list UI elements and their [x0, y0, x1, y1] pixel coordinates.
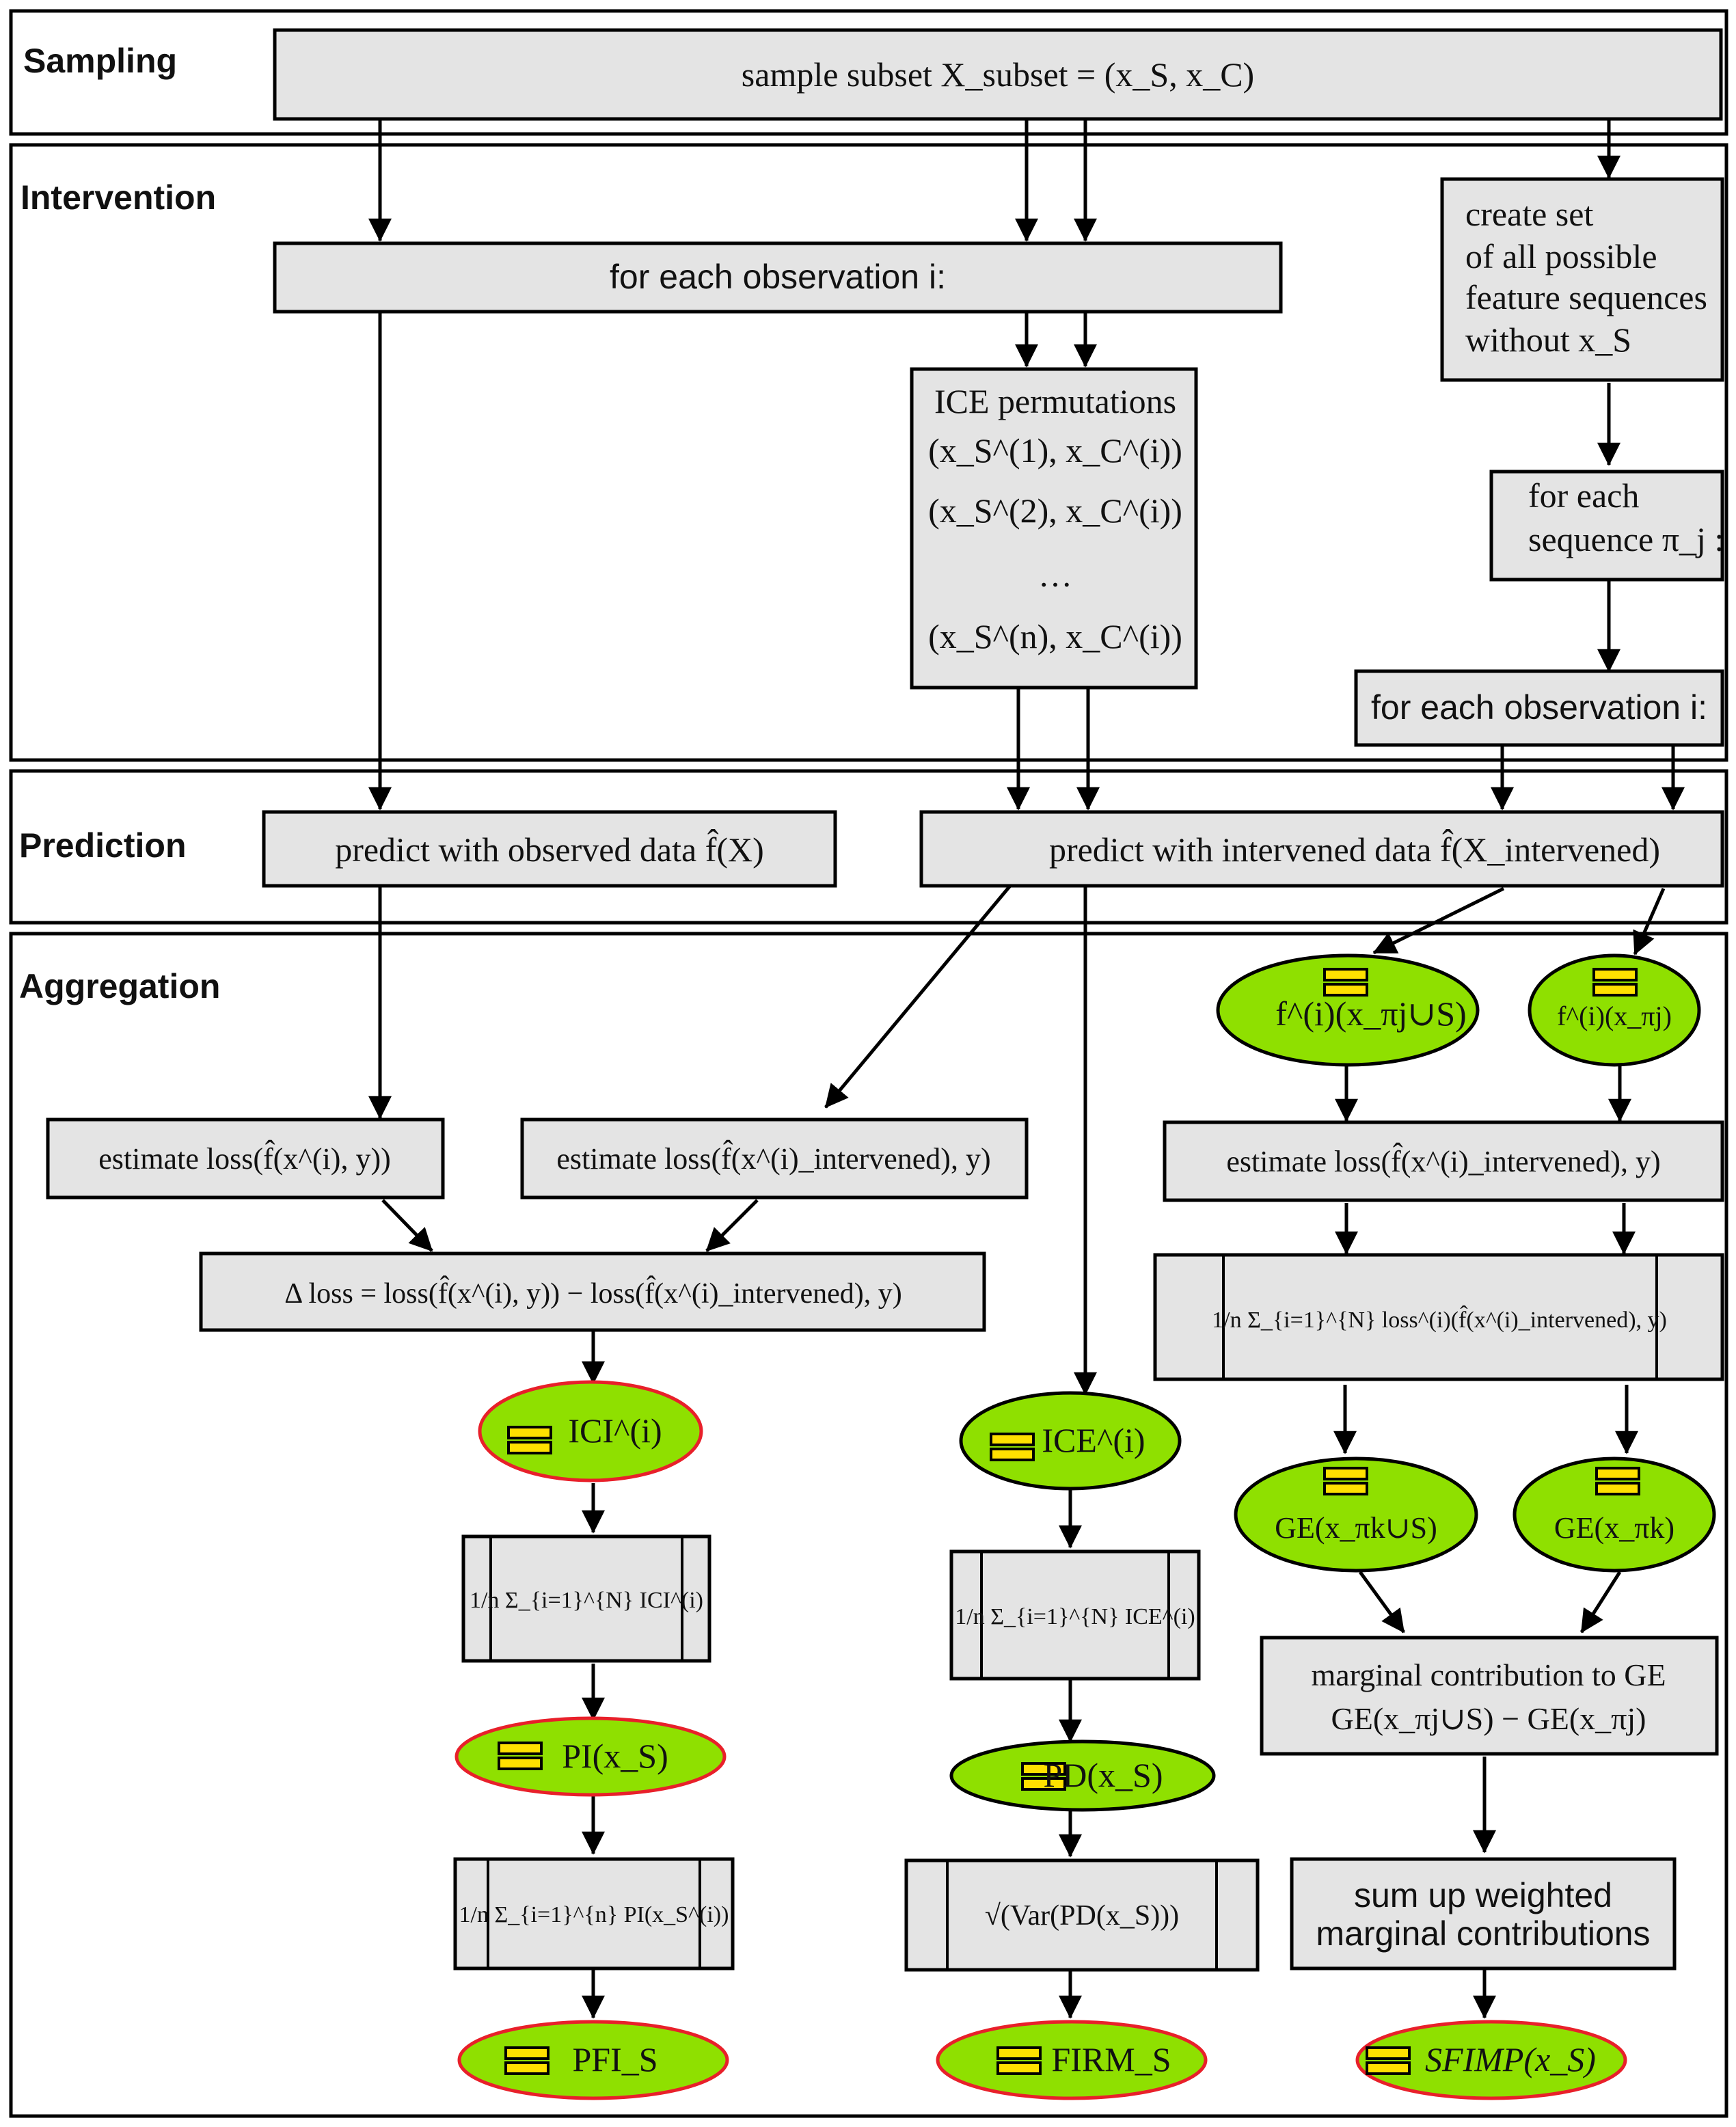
sqrt-var-label: √(Var(PD(x_S))): [985, 1900, 1179, 1932]
for-each-sequence-label-1: for each: [1528, 476, 1639, 515]
f-pi-ellipse: [1528, 953, 1701, 1067]
delta-loss-box: [199, 1251, 986, 1332]
ice-ellipse: [959, 1391, 1182, 1491]
pi-ellipse: [455, 1716, 727, 1797]
estimate-loss-intervened-box: [520, 1117, 1029, 1200]
ge-union-label: GE(x_πk∪S): [1275, 1511, 1437, 1545]
estimate-loss-intervened-label: estimate loss(f̂(x^(i)_intervened), y): [556, 1140, 990, 1176]
ge-pi-ellipse: [1513, 1457, 1716, 1573]
ge-pi-label: GE(x_πk): [1554, 1511, 1674, 1545]
create-set-label-1: create set: [1465, 195, 1593, 233]
intervention-frame: [9, 143, 1728, 762]
for-each-observation-box-2: [1354, 669, 1724, 747]
ice-permutation-row-2: (x_S^(2), x_C^(i)): [928, 491, 1182, 530]
for-each-sequence-box: [1489, 470, 1724, 582]
section-frames: [9, 9, 1728, 2118]
marginal-contribution-label-1: marginal contribution to GE: [1311, 1657, 1666, 1692]
section-label-sampling: Sampling: [23, 42, 177, 80]
process-box-bars: [487, 1255, 1658, 1970]
sfimp-ellipse: [1355, 2020, 1627, 2100]
sqrt-var-box: [904, 1858, 1260, 1972]
create-set-label-4: without x_S: [1465, 321, 1631, 359]
f-pi-label: f^(i)(x_πj): [1557, 1001, 1672, 1031]
prediction-frame: [9, 769, 1728, 925]
ici-ellipse: [478, 1380, 703, 1482]
for-each-observation-label-2: for each observation i:: [1371, 688, 1707, 727]
create-set-label-3: feature sequences: [1465, 278, 1707, 316]
f-union-ellipse: [1216, 953, 1480, 1067]
f-union-label: f^(i)(x_πj∪S): [1275, 994, 1466, 1033]
predict-intervened-box: [919, 810, 1724, 888]
ice-label: ICE^(i): [1042, 1421, 1145, 1459]
ici-label: ICI^(i): [568, 1411, 662, 1450]
mean-loss-label: 1/n Σ_{i=1}^{N} loss^(i)(f̂(x^(i)_interv…: [1212, 1305, 1667, 1333]
estimate-loss-observed-label: estimate loss(f̂(x^(i), y)): [98, 1140, 391, 1176]
marginal-contribution-label-2: GE(x_πj∪S) − GE(x_πj): [1331, 1701, 1646, 1736]
for-each-sequence-label-2: sequence π_j :: [1528, 520, 1724, 558]
mean-ici-box: [461, 1534, 711, 1663]
pd-label: PD(x_S): [1043, 1756, 1163, 1794]
pd-ellipse: [949, 1739, 1216, 1812]
mean-pi-label: 1/n Σ_{i=1}^{n} PI(x_S^(i)): [459, 1902, 729, 1927]
node-labels: sample subset X_subset = (x_S, x_C) for …: [98, 55, 1724, 2078]
firm-ellipse: [936, 2020, 1208, 2100]
firm-label: FIRM_S: [1051, 2040, 1171, 2078]
aggregation-frame: [9, 932, 1728, 2118]
ice-permutations-box: [910, 367, 1198, 690]
for-each-observation-label-1: for each observation i:: [610, 258, 946, 296]
ice-permutation-row-n: (x_S^(n), x_C^(i)): [928, 617, 1182, 655]
predict-intervened-label: predict with intervened data f̂(X_interv…: [1049, 828, 1660, 869]
pi-label: PI(x_S): [562, 1737, 668, 1775]
estimate-loss-observed-box: [46, 1117, 445, 1200]
pfi-label: PFI_S: [572, 2040, 657, 2078]
ice-permutations-title: ICE permutations: [934, 382, 1176, 420]
sample-subset-label: sample subset X_subset = (x_S, x_C): [742, 55, 1254, 94]
estimate-loss-right-label: estimate loss(f̂(x^(i)_intervened), y): [1226, 1143, 1660, 1178]
ice-permutation-row-1: (x_S^(1), x_C^(i)): [928, 431, 1182, 470]
section-label-prediction: Prediction: [19, 826, 186, 865]
sample-subset-box: [273, 28, 1723, 121]
create-set-label-2: of all possible: [1465, 237, 1657, 275]
sum-up-label-1: sum up weighted: [1354, 1876, 1612, 1914]
section-label-intervention: Intervention: [21, 178, 216, 217]
section-label-aggregation: Aggregation: [19, 967, 220, 1005]
ge-union-ellipse: [1234, 1457, 1478, 1573]
marginal-contribution-box: [1260, 1636, 1719, 1756]
predict-observed-label: predict with observed data f̂(X): [335, 828, 764, 869]
for-each-observation-box-1: [273, 241, 1283, 314]
mean-loss-box: [1153, 1253, 1724, 1381]
predict-observed-box: [262, 810, 837, 888]
sfimp-label: SFIMP(x_S): [1425, 2040, 1596, 2078]
mean-ice-box: [949, 1549, 1201, 1681]
mean-ice-label: 1/n Σ_{i=1}^{N} ICE^(i): [955, 1604, 1195, 1629]
delta-loss-label: Δ loss = loss(f̂(x^(i), y)) − loss(f̂(x^…: [284, 1275, 901, 1310]
mean-pi-box: [453, 1857, 735, 1970]
sum-up-label-2: marginal contributions: [1316, 1914, 1650, 1953]
create-set-box: [1440, 177, 1724, 382]
mean-ici-label: 1/n Σ_{i=1}^{N} ICI^(i): [470, 1588, 703, 1613]
arrows: [368, 118, 1685, 2019]
sampling-frame: [9, 9, 1728, 136]
estimate-loss-right-box: [1163, 1120, 1724, 1202]
sum-up-box: [1290, 1857, 1677, 1970]
ice-permutation-ellipsis: …: [1038, 556, 1072, 594]
pfi-ellipse: [457, 2020, 729, 2100]
